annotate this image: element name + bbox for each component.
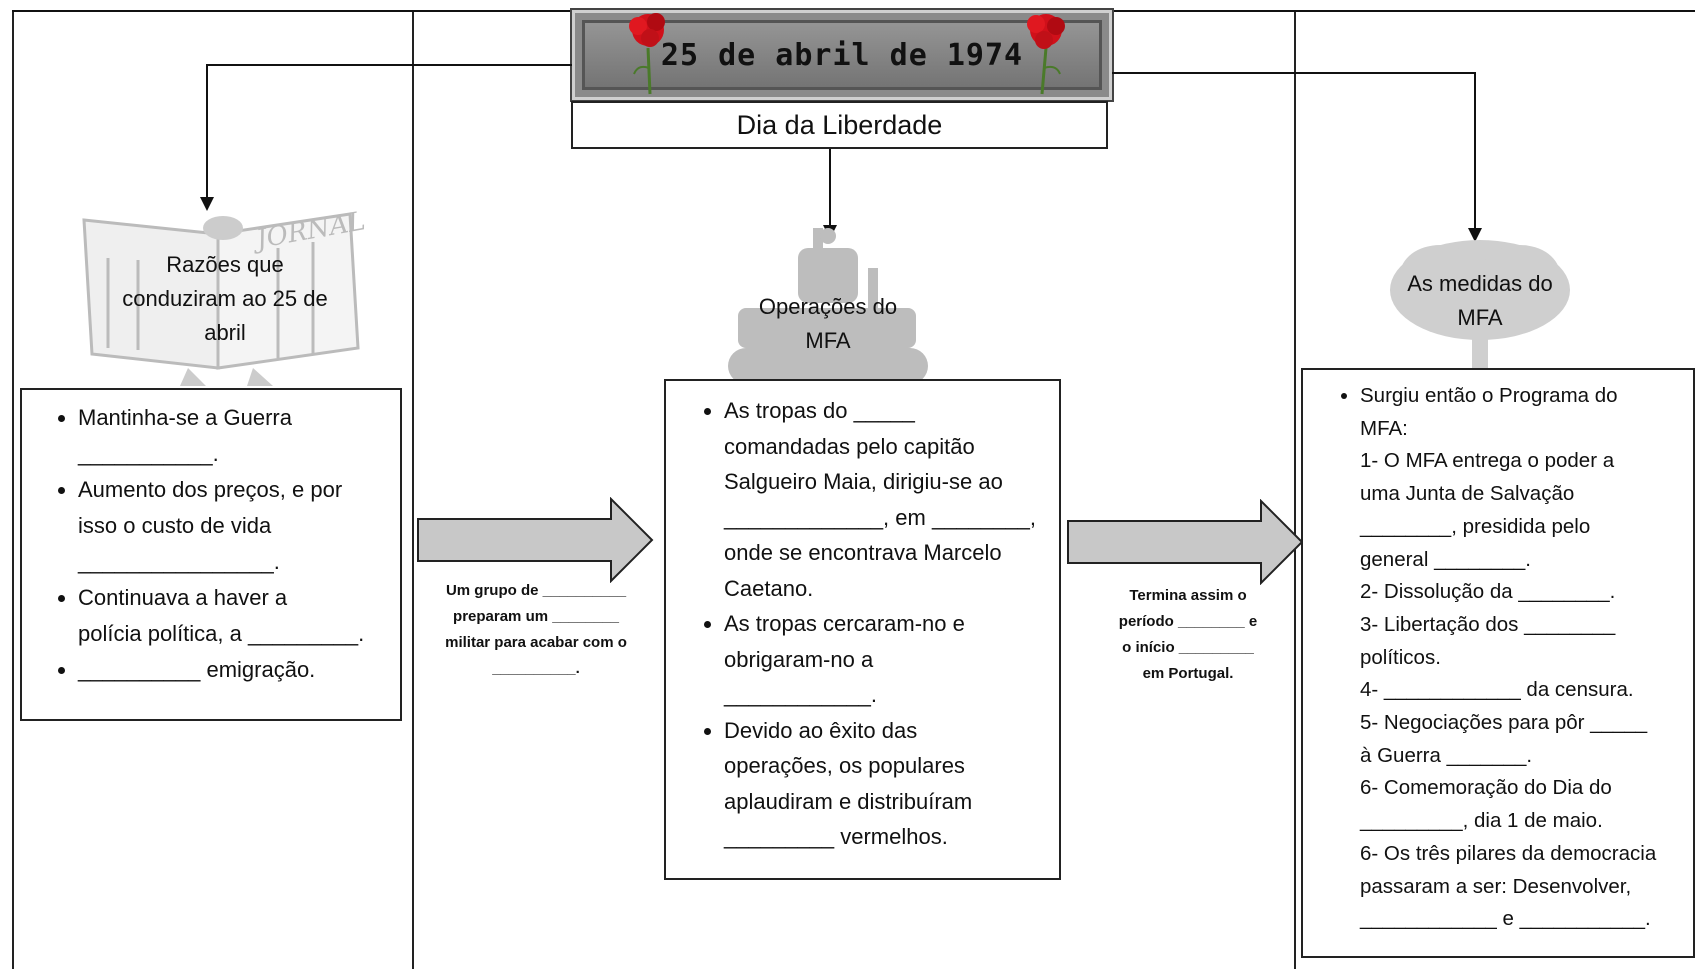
carnation-right-icon [1027,14,1065,95]
connector-left-h [206,64,572,66]
carnation-left-icon [629,13,665,95]
newspaper-icon: JORNAL [82,208,368,386]
reasons-item-4: __________ emigração. [78,652,400,688]
right-note-line-4: em Portugal. [1142,665,1234,682]
page-title: 25 de abril de 1974 [660,37,1024,73]
column-divider-1 [412,10,414,969]
center-section-label: Operações do MFA [730,290,926,358]
right-label-line-2: MFA [1457,305,1503,330]
column-divider-left [12,10,14,969]
left-note-line-2: preparam um ________ [453,608,619,625]
right-arrow-note: Termina assim o período ________ e o iní… [1074,583,1302,687]
measures-item: Surgiu então o Programa do MFA: 1- O MFA… [1360,380,1693,936]
right-label-line-1: As medidas do [1407,271,1553,296]
left-section-label: Razões que conduziram ao 25 de abril [100,248,350,350]
carnation-large-icon [1390,240,1570,380]
left-label-line-2: conduziram ao 25 de [122,286,328,311]
big-arrow-right-icon [1067,499,1304,585]
reasons-list: Mantinha-se a Guerra___________. Aumento… [22,400,400,688]
right-note-line-1: Termina assim o [1129,587,1247,604]
tank-icon [728,228,928,406]
center-label-line-1: Operações do [758,294,898,319]
operations-item-1: As tropas do _____comandadas pelo capitã… [724,393,1059,606]
connector-left-v [206,64,208,200]
column-divider-2 [1294,10,1296,969]
left-label-line-1: Razões que [166,252,284,277]
reasons-box: Mantinha-se a Guerra___________. Aumento… [20,388,402,721]
operations-box: As tropas do _____comandadas pelo capitã… [664,379,1061,880]
right-note-line-2: período ________ e [1118,613,1258,630]
left-label-line-3: abril [204,320,246,345]
right-note-line-3: o início _________ [1122,639,1254,656]
measures-list: Surgiu então o Programa do MFA: 1- O MFA… [1303,380,1693,936]
subtitle-box: Dia da Liberdade [571,101,1108,149]
connector-right-arrowhead [1468,228,1482,242]
operations-list: As tropas do _____comandadas pelo capitã… [666,393,1059,855]
right-section-label: As medidas do MFA [1380,267,1580,335]
left-note-line-1: Um grupo de __________ [445,582,627,599]
center-label-line-2: MFA [805,328,851,353]
connector-right-h [1112,72,1476,74]
connector-right-v [1474,72,1476,232]
subtitle: Dia da Liberdade [736,109,943,140]
connector-center-v [829,149,831,229]
left-note-line-3: militar para acabar com o [445,634,627,651]
connector-left-arrowhead [200,197,214,211]
big-arrow-left-icon [417,497,654,583]
reasons-item-1: Mantinha-se a Guerra___________. [78,400,400,472]
left-note-line-4: __________. [492,660,580,677]
left-arrow-note: Um grupo de __________ preparam um _____… [418,578,654,682]
measures-box: Surgiu então o Programa do MFA: 1- O MFA… [1301,368,1695,958]
